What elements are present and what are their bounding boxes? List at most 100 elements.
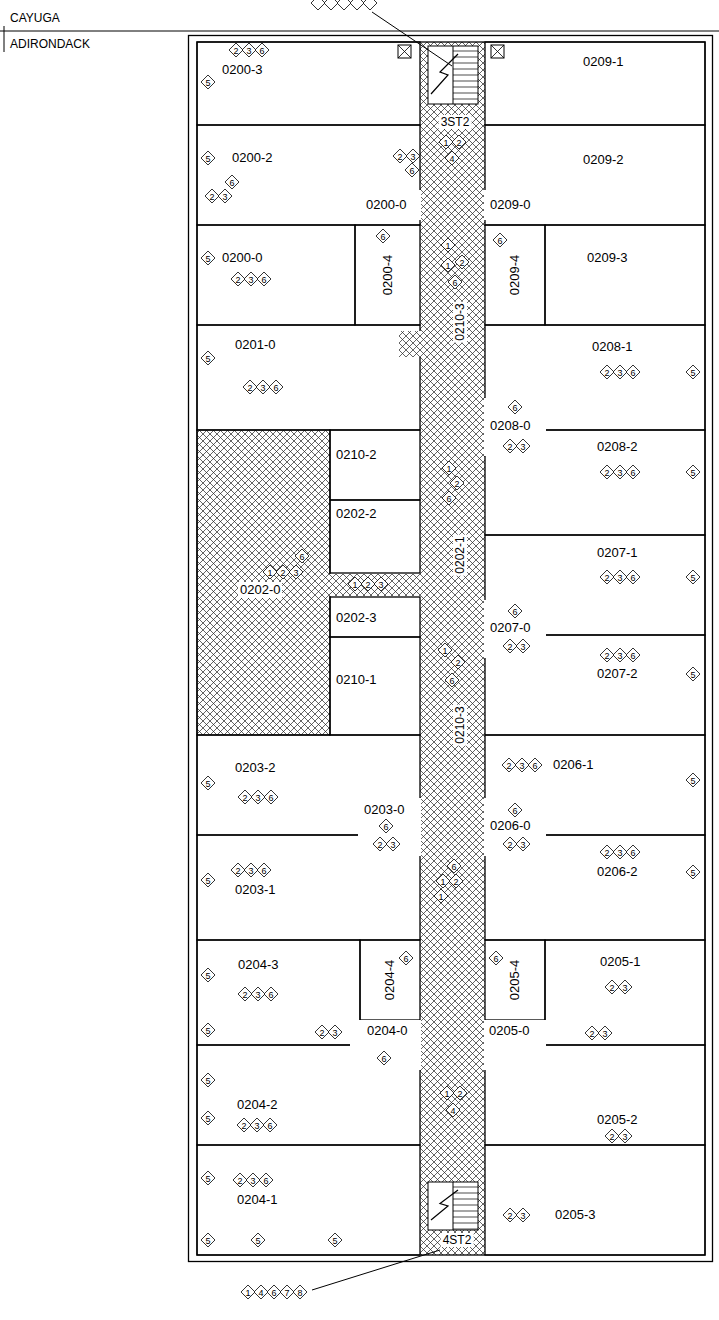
room-wall	[355, 225, 420, 325]
callout-number: 5	[690, 868, 695, 877]
callout-number: 3	[602, 1029, 607, 1038]
room-wall	[330, 430, 420, 500]
callout-diamond	[255, 43, 269, 57]
room: 0202-3	[330, 597, 420, 637]
callout-number: 7	[284, 1288, 289, 1297]
callout-diamond	[276, 565, 290, 579]
callout-diamond	[328, 1233, 342, 1247]
callout-diamond	[516, 1208, 530, 1222]
callout-diamond	[600, 570, 614, 584]
callout-number: 6	[267, 1121, 272, 1130]
callout-number: 1	[444, 1089, 449, 1098]
room-wall	[485, 42, 705, 125]
room-number: 0206-1	[553, 757, 593, 773]
callout-diamond	[626, 570, 640, 584]
callout-diamond	[508, 400, 522, 414]
callout-number: 5	[205, 354, 210, 363]
callout-number: 3	[222, 192, 227, 201]
callout-number: 6	[261, 866, 266, 875]
callout-number: 2	[280, 568, 285, 577]
callout-diamond	[516, 639, 530, 653]
callout-diamond	[257, 272, 271, 286]
callout-diamond	[455, 255, 469, 269]
callout-diamond	[225, 175, 239, 189]
callout-diamond	[618, 1129, 632, 1143]
callout-number: 3	[250, 1176, 255, 1185]
callout-diamond	[231, 863, 245, 877]
callout-diamond	[280, 1285, 294, 1299]
room-wall	[485, 1145, 705, 1255]
area-label: 0210-3	[453, 301, 467, 342]
room-number: 0208-0	[490, 418, 530, 434]
room: 0204-1	[197, 1145, 420, 1255]
room: 0200-0	[197, 225, 355, 325]
room-wall	[330, 597, 420, 637]
callout-diamond	[244, 863, 258, 877]
callout-number: 5	[690, 368, 695, 377]
callout-diamond	[605, 980, 619, 994]
callout-number: 2	[604, 573, 609, 582]
callout-number: 2	[506, 761, 511, 770]
callout-number: 6	[532, 761, 537, 770]
callout-number: 6	[446, 494, 451, 503]
callout-number: 2	[507, 1211, 512, 1220]
room: 0202-0	[197, 430, 330, 735]
callout-diamond	[328, 1025, 342, 1039]
callout-diamond	[626, 465, 640, 479]
room-number: 0203-0	[364, 802, 404, 818]
callout-number: 6	[229, 178, 234, 187]
callout-diamond	[445, 151, 459, 165]
callout-number: 2	[319, 1028, 324, 1037]
callout-number: 6	[268, 990, 273, 999]
room: 0210-1	[330, 637, 420, 735]
callout-number: 3	[390, 840, 395, 849]
callout-diamond	[337, 0, 351, 10]
callout-diamond	[626, 845, 640, 859]
callout-diamond	[205, 189, 219, 203]
room-number: 0205-3	[555, 1207, 595, 1223]
room-wall	[545, 225, 705, 325]
room-number: 0200-0	[366, 197, 406, 213]
callout-diamond	[600, 465, 614, 479]
callout-number: 6	[383, 822, 388, 831]
room-wall	[485, 125, 705, 225]
callout-diamond	[243, 380, 257, 394]
callout-number: 5	[332, 1236, 337, 1245]
callout-number: 2	[241, 1121, 246, 1130]
callout-diamond	[246, 1173, 260, 1187]
closet: 0204-4	[360, 940, 420, 1020]
room-number: 0206-2	[597, 864, 637, 880]
callout-number: 2	[507, 840, 512, 849]
callout-diamond	[242, 43, 256, 57]
callout-diamond	[434, 889, 448, 903]
callout-number: 6	[497, 236, 502, 245]
callout-diamond	[502, 758, 516, 772]
area-label: 4ST2	[441, 1233, 474, 1247]
callout-diamond	[269, 380, 283, 394]
callout-diamond	[373, 837, 387, 851]
callout-diamond	[436, 874, 450, 888]
callout-number: 3	[520, 442, 525, 451]
callout-diamond	[600, 365, 614, 379]
callout-number: 3	[617, 368, 622, 377]
callout-diamond	[238, 790, 252, 804]
leader-line	[312, 1250, 440, 1290]
room-number: 0204-3	[238, 957, 278, 973]
callout-number: 3	[617, 848, 622, 857]
room-number: 0207-1	[597, 545, 637, 561]
callout-diamond	[251, 1233, 265, 1247]
callout-number: 1	[445, 261, 450, 270]
callout-number: 2	[457, 1089, 462, 1098]
callout-diamond	[254, 1285, 268, 1299]
callout-diamond	[231, 272, 245, 286]
room: 0210-2	[330, 430, 420, 500]
stair	[428, 1182, 478, 1230]
callout-number: 3	[246, 46, 251, 55]
callout-diamond	[201, 776, 215, 790]
callout-diamond	[251, 790, 265, 804]
callout-number: 3	[520, 642, 525, 651]
callout-diamond	[451, 655, 465, 669]
callout-number: 5	[205, 254, 210, 263]
callout-number: 6	[512, 403, 517, 412]
callout-number: 6	[451, 862, 456, 871]
